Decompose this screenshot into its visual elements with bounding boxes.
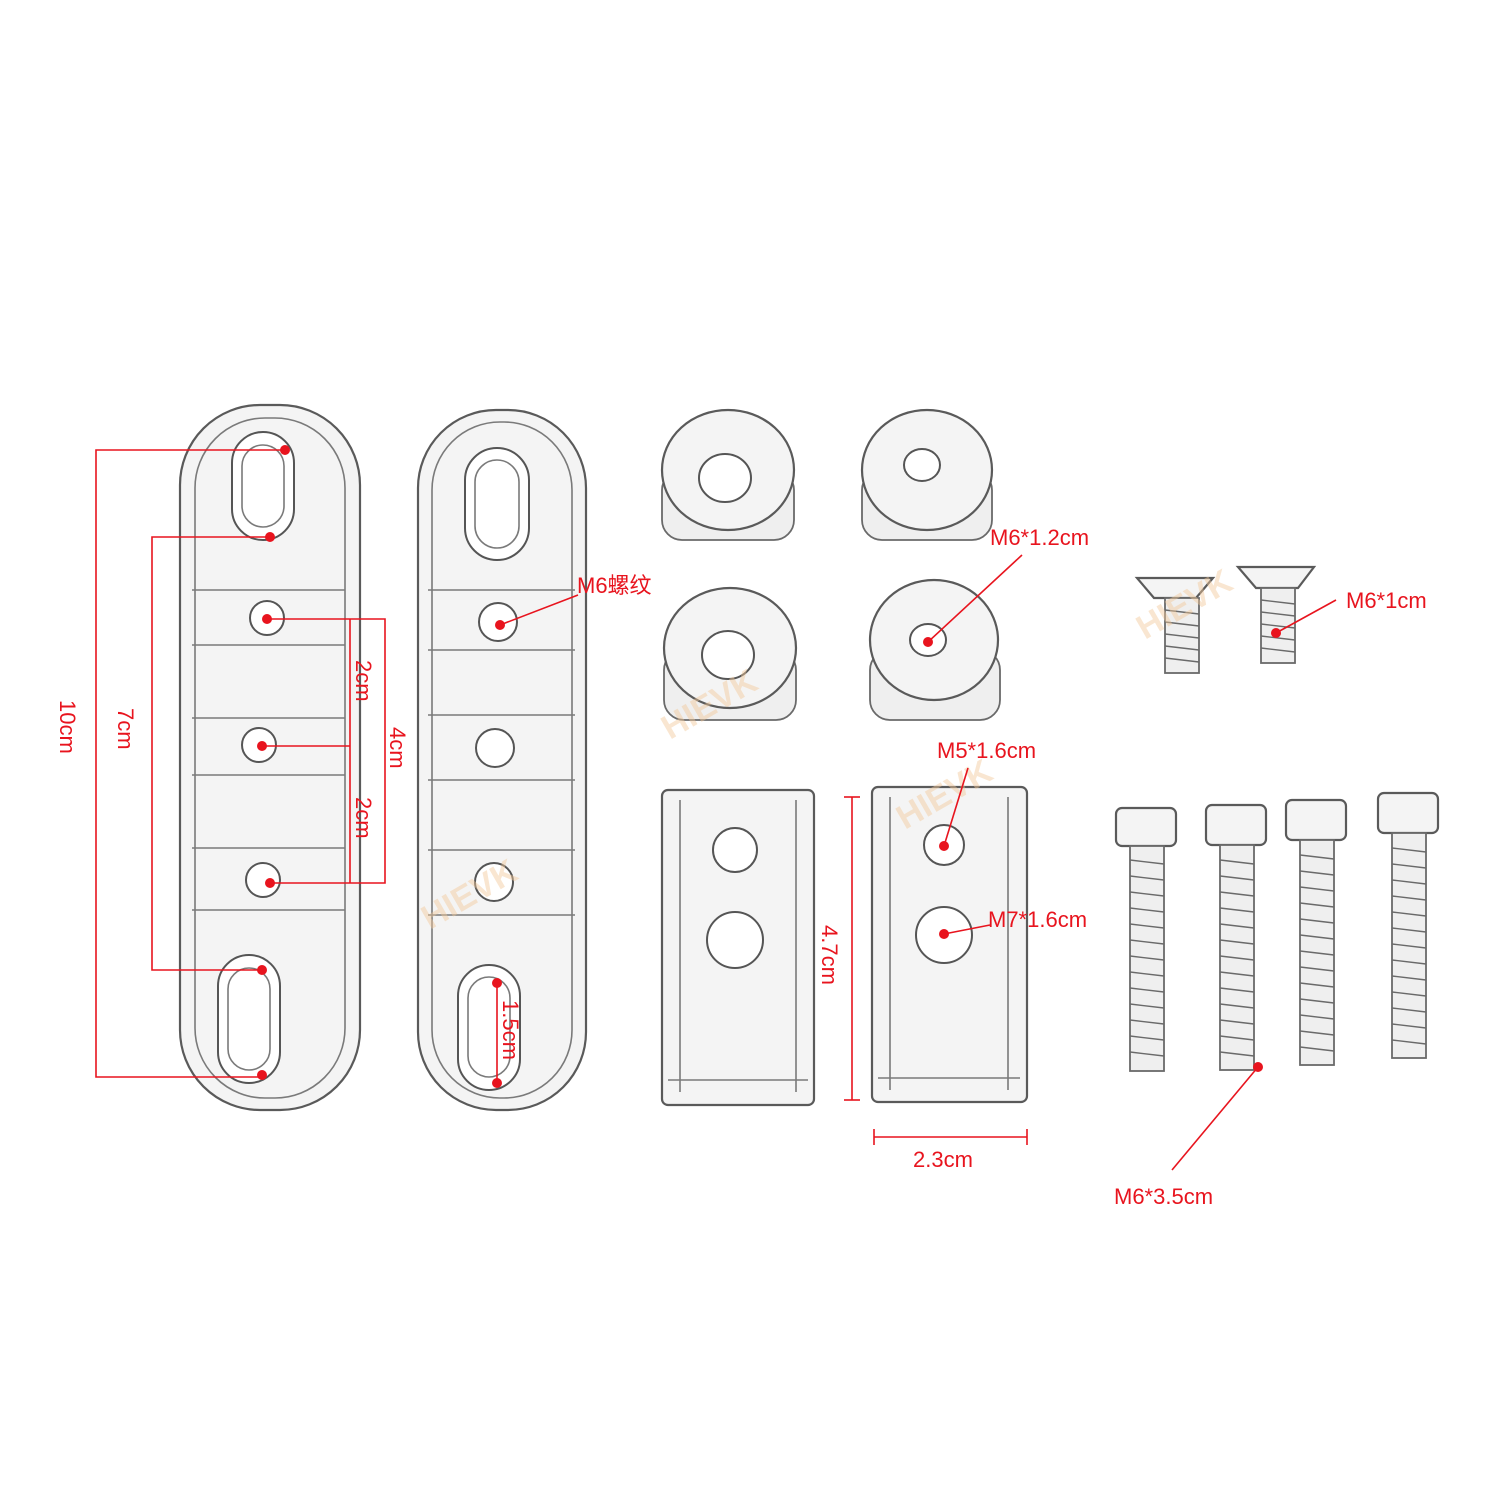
dimension-block-height: 4.7cm bbox=[817, 796, 860, 1101]
nut-block-right bbox=[870, 785, 1029, 1104]
dimension-hole-span: 4cm bbox=[262, 614, 410, 888]
callout-bracket-thread: M6螺纹 bbox=[495, 573, 652, 630]
label-block-large-hole: M7*1.6cm bbox=[988, 907, 1087, 932]
label-bracket-thread: M6螺纹 bbox=[577, 573, 652, 598]
label-slot-length: 1.5cm bbox=[498, 1000, 523, 1060]
cap-screw-2 bbox=[1204, 803, 1268, 1071]
label-block-height: 4.7cm bbox=[817, 925, 842, 985]
cap-screw-1 bbox=[1114, 806, 1178, 1072]
dimension-slot-length: 1.5cm bbox=[492, 978, 523, 1088]
label-countersunk-screw: M6*1cm bbox=[1346, 588, 1427, 613]
spacer-bottom-left bbox=[662, 586, 798, 721]
callout-block-large-hole: M7*1.6cm bbox=[939, 907, 1087, 939]
countersunk-screw-2 bbox=[1235, 565, 1317, 664]
callout-countersunk-screw: M6*1cm bbox=[1271, 588, 1427, 638]
dimension-block-width: 2.3cm bbox=[873, 1129, 1028, 1172]
callout-block-small-hole: M5*1.6cm bbox=[937, 738, 1036, 851]
cap-screw-3 bbox=[1284, 798, 1348, 1066]
label-hole-pitch-upper: 2cm bbox=[351, 660, 376, 702]
label-hole-pitch-lower: 2cm bbox=[351, 797, 376, 839]
label-slot-span: 7cm bbox=[113, 708, 138, 750]
callout-cap-screw: M6*3.5cm bbox=[1114, 1062, 1263, 1209]
label-block-width: 2.3cm bbox=[913, 1147, 973, 1172]
dimension-slot-span: 7cm bbox=[113, 532, 275, 975]
dimension-bracket-length: 10cm bbox=[55, 445, 290, 1080]
label-hole-span: 4cm bbox=[385, 727, 410, 769]
nut-block-left bbox=[660, 788, 816, 1107]
spacer-top-left bbox=[660, 408, 796, 541]
dimension-hole-pitch: 2cm 2cm bbox=[257, 619, 376, 883]
spacer-bottom-right bbox=[868, 578, 1001, 721]
countersunk-screw-1 bbox=[1134, 576, 1216, 674]
label-spacer-thread: M6*1.2cm bbox=[990, 525, 1089, 550]
label-bracket-total-length: 10cm bbox=[55, 700, 80, 754]
label-cap-screw: M6*3.5cm bbox=[1114, 1184, 1213, 1209]
cap-screw-4 bbox=[1376, 791, 1440, 1059]
mounting-bracket-right bbox=[416, 408, 588, 1112]
label-block-small-hole: M5*1.6cm bbox=[937, 738, 1036, 763]
spacer-top-right bbox=[860, 408, 994, 541]
callout-spacer-thread: M6*1.2cm bbox=[923, 525, 1089, 647]
mounting-bracket-left bbox=[178, 403, 362, 1112]
